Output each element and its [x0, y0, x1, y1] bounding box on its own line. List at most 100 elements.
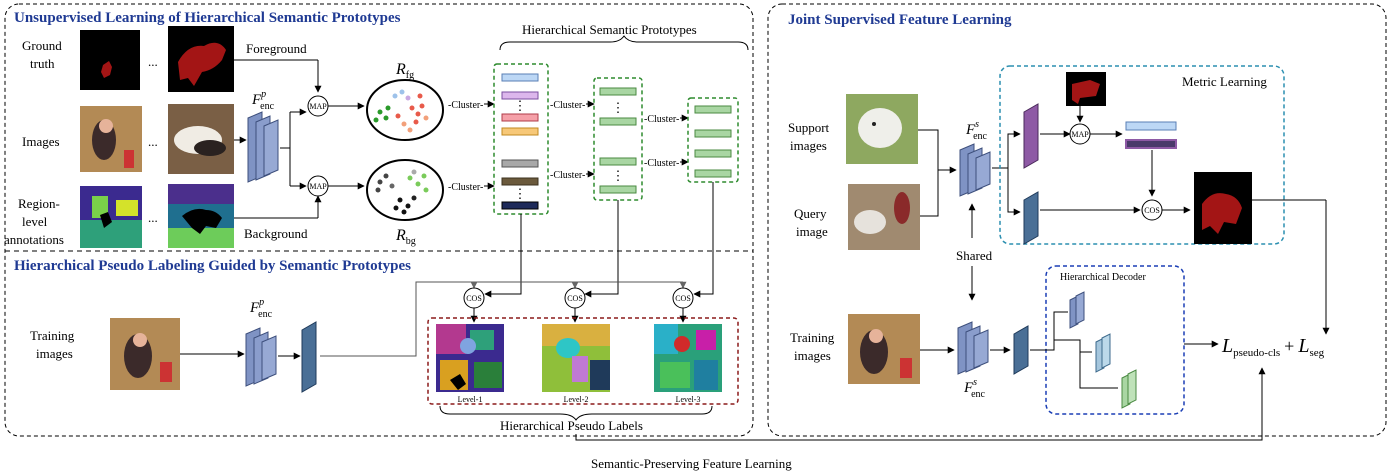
- map-bg-label: MAP: [309, 182, 327, 191]
- ann-mask-2: [182, 208, 222, 234]
- feature-map-right: [1013, 325, 1029, 375]
- training-label-2: images: [36, 346, 73, 361]
- cluster-fg-3: -Cluster-: [644, 114, 679, 125]
- level-3-label: Level-3: [676, 395, 701, 404]
- feature-map-left: [301, 321, 317, 393]
- rbg-label: Rbg: [395, 227, 416, 247]
- row-label-ground: Ground: [22, 38, 62, 53]
- ann-region-1a: [80, 220, 142, 248]
- rbg-points: [375, 169, 429, 215]
- row-label-truth: truth: [30, 56, 55, 71]
- cluster-bg-1: -Cluster-: [448, 182, 483, 193]
- img-detail-1: [124, 150, 134, 168]
- support-label-2: images: [790, 138, 827, 153]
- left-panel-frame: [4, 3, 754, 437]
- ann-ellipsis: ...: [148, 210, 158, 225]
- ann-region-1b: [92, 196, 108, 218]
- query-animal: [854, 210, 886, 234]
- proto3-to-cos: [693, 182, 714, 298]
- support-to-enc: [918, 129, 957, 174]
- proto-dots-1b: ⋮: [514, 186, 527, 201]
- enc-to-metric: [992, 130, 1021, 169]
- right-title: Joint Supervised Feature Learning: [788, 12, 1012, 28]
- footer-label: Semantic-Preserving Feature Learning: [591, 456, 792, 471]
- support-animal: [858, 108, 902, 148]
- img-face-1: [99, 119, 113, 133]
- cos-2-label: COS: [567, 294, 583, 303]
- left-title-top: Unsupervised Learning of Hierarchical Se…: [14, 10, 401, 26]
- ann-mask-1: [100, 212, 112, 228]
- rfg-ellipse: [366, 79, 444, 141]
- proto-box-2: [593, 77, 643, 201]
- query-to-enc: [920, 170, 939, 217]
- cluster-fg-1: -Cluster-: [448, 100, 483, 111]
- gt-ellipsis: ...: [148, 54, 158, 69]
- rfg-label: Rfg: [395, 61, 414, 81]
- query-person: [894, 192, 910, 224]
- encoder-s-bottom: [957, 321, 989, 375]
- loss-expression: Lpseudo-cls+Lseg: [1221, 335, 1325, 359]
- proto-box-3: [687, 97, 739, 183]
- cos-right-label: COS: [1144, 206, 1160, 215]
- proto1-to-cos: [484, 214, 522, 298]
- encoder-p-top: [247, 111, 279, 183]
- cluster-bg-3: -Cluster-: [644, 158, 679, 169]
- train-right-label-1: Training: [790, 330, 835, 345]
- metric-proto-1: [1125, 121, 1177, 131]
- decoder-stage-1: [1069, 291, 1085, 329]
- metric-learning-box: [999, 65, 1285, 245]
- prototypes-title: Hierarchical Semantic Prototypes: [522, 22, 697, 37]
- map-right-label: MAP: [1071, 130, 1089, 139]
- foreground-label: Foreground: [246, 41, 307, 56]
- query-label-2: image: [796, 224, 828, 239]
- cluster-fg-2: -Cluster-: [550, 100, 585, 111]
- pseudo-to-loss: [575, 367, 1266, 441]
- row-label-region: Region-: [18, 196, 60, 211]
- query-label-1: Query: [794, 206, 827, 221]
- gt-thumb-1: [80, 30, 140, 90]
- proto-dots-2a: ⋮: [612, 100, 625, 115]
- right-panel-frame: [767, 3, 1387, 437]
- img-ellipsis: ...: [148, 134, 158, 149]
- img-cat-2: [194, 140, 226, 156]
- encoder-s-top: [959, 143, 991, 197]
- train-right-detail: [900, 358, 912, 378]
- decoder-stage-2: [1095, 333, 1111, 373]
- shared-label: Shared: [956, 248, 993, 263]
- level-2-label: Level-2: [564, 395, 589, 404]
- support-feature: [1023, 103, 1039, 169]
- decoder-box: [1045, 265, 1185, 415]
- rfg-points: [373, 89, 429, 133]
- row-label-annotations: annotations: [4, 232, 64, 247]
- encoder-p-bottom: [245, 327, 277, 387]
- decoder-title: Hierarchical Decoder: [1060, 272, 1146, 283]
- train-right-person: [860, 330, 888, 374]
- gt-mask-1: [101, 61, 112, 78]
- metric-proto-2: [1125, 139, 1177, 149]
- pseudo-label-2: [542, 324, 610, 392]
- decoder-branches: [1030, 311, 1118, 389]
- gt-mask-2: [178, 42, 226, 86]
- row-label-images: Images: [22, 134, 60, 149]
- training-person-left: [124, 334, 152, 378]
- pseudo-brace: [439, 405, 713, 421]
- enc-to-query-feat: [1007, 168, 1021, 216]
- proto-bars-2: [599, 87, 637, 194]
- row-label-level: level: [22, 214, 48, 229]
- train-right-label-2: images: [794, 348, 831, 363]
- decoder-stage-3: [1121, 369, 1137, 409]
- cos-1-label: COS: [466, 294, 482, 303]
- level-1-label: Level-1: [458, 395, 483, 404]
- prediction-shape: [1202, 193, 1242, 234]
- prototypes-brace: [499, 35, 749, 51]
- proto-bars-1: [501, 73, 539, 210]
- pseudo-labels-title: Hierarchical Pseudo Labels: [500, 418, 643, 433]
- training-face-left: [133, 333, 147, 347]
- support-label-1: Support: [788, 120, 830, 135]
- query-feature: [1023, 191, 1039, 245]
- background-label: Background: [244, 226, 308, 241]
